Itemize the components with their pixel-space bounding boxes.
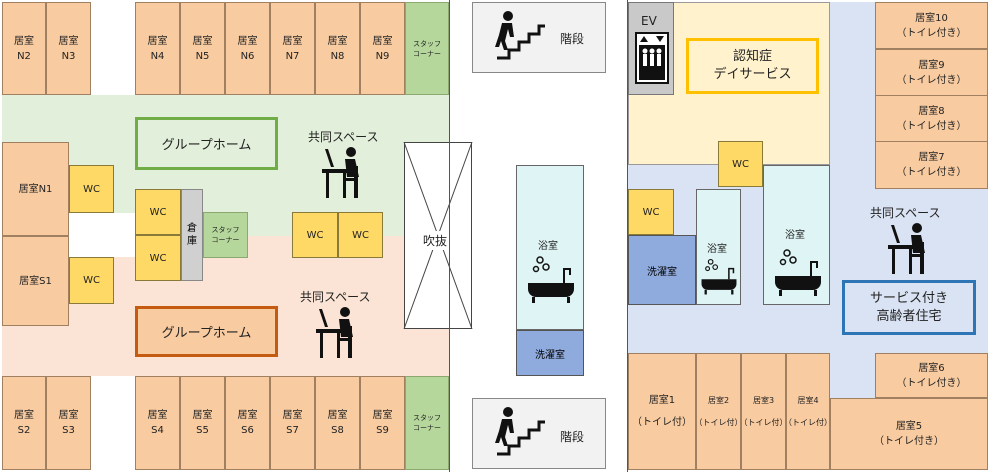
desk-worker-icon	[888, 223, 925, 274]
room-south: 居室 S4	[135, 376, 180, 470]
room-right: 居室5 （トイレ付き）	[830, 398, 988, 470]
sakoju-label: サービス付き 高齢者住宅	[842, 280, 976, 335]
wc-right-left: WC	[628, 189, 674, 235]
stairs-icon	[495, 407, 545, 456]
room-bottom: 居室1 （トイレ付）	[628, 353, 696, 470]
group-home-south-label: グループホーム	[135, 306, 278, 357]
stairs-top	[472, 2, 606, 73]
desk-worker-icon	[322, 147, 359, 198]
room-right: 居室9 （トイレ付き）	[875, 49, 988, 96]
wall-right	[627, 0, 628, 472]
wc-mid-2: WC	[338, 212, 383, 258]
laundry-right: 洗濯室	[628, 235, 696, 305]
room-right: 居室8 （トイレ付き）	[875, 95, 988, 142]
stairs-top-label: 階段	[560, 32, 585, 46]
room-n1: 居室N1	[2, 142, 69, 236]
room-north: 居室 N2	[2, 2, 46, 95]
wc-s1: WC	[69, 257, 114, 304]
room-north: 居室 N9	[360, 2, 405, 95]
shared-space-right-label: 共同スペース	[870, 206, 941, 220]
staff-corner-north: スタッフ コーナー	[405, 2, 449, 95]
room-south: 居室 S8	[315, 376, 360, 470]
bathtub-icon	[528, 256, 574, 303]
room-bottom: 居室3 （トイレ付）	[740, 353, 788, 470]
stairs-icon	[495, 11, 545, 60]
room-south: 居室 S3	[46, 376, 91, 470]
room-right: 居室7 （トイレ付き）	[875, 141, 988, 189]
room-north: 居室 N5	[180, 2, 225, 95]
shared-space-north-label: 共同スペース	[308, 130, 379, 144]
room-north: 居室 N4	[135, 2, 180, 95]
ev-label: EV	[641, 14, 657, 28]
laundry-center: 洗濯室	[516, 330, 584, 376]
elevator-icon	[635, 32, 669, 84]
bath-small-label: 浴室	[707, 244, 727, 255]
stairs-bottom-label: 階段	[560, 430, 585, 444]
room-bottom: 居室4 （トイレ付）	[784, 353, 832, 470]
group-home-north-label: グループホーム	[135, 117, 278, 170]
room-north: 居室 N3	[46, 2, 91, 95]
bath-center	[516, 165, 584, 330]
fukinuke-label: 吹抜	[421, 231, 450, 250]
room-s1: 居室S1	[2, 236, 69, 326]
desk-worker-icon	[316, 307, 353, 358]
bathtub-icon	[701, 258, 737, 295]
room-north: 居室 N6	[225, 2, 270, 95]
staff-corner-south: スタッフ コーナー	[405, 376, 449, 470]
staff-corner-center: スタッフ コーナー	[203, 212, 248, 258]
room-north: 居室 N7	[270, 2, 315, 95]
room-south: 居室 S7	[270, 376, 315, 470]
wc-n1: WC	[69, 165, 114, 213]
bath-center-label: 浴室	[538, 241, 558, 252]
shared-space-south-label: 共同スペース	[300, 290, 371, 304]
room-south: 居室 S9	[360, 376, 405, 470]
room-bottom: 居室2 （トイレ付）	[695, 353, 743, 470]
room-south: 居室 S2	[2, 376, 46, 470]
dementia-day-service-label: 認知症 デイサービス	[686, 38, 819, 94]
room-south: 居室 S6	[225, 376, 270, 470]
stairs-bottom	[472, 398, 606, 469]
wall-left	[449, 0, 450, 472]
wc-right-top: WC	[718, 141, 763, 187]
wc-mid-1: WC	[292, 212, 338, 258]
wc-center-1: WC	[135, 189, 181, 235]
room-right: 居室6 （トイレ付き）	[875, 353, 988, 398]
storage: 倉 庫	[181, 189, 203, 281]
room-north: 居室 N8	[315, 2, 360, 95]
room-right: 居室10 （トイレ付き）	[875, 2, 988, 49]
bath-large-label: 浴室	[785, 230, 805, 241]
fukinuke-void	[403, 141, 473, 330]
room-south: 居室 S5	[180, 376, 225, 470]
wc-center-2: WC	[135, 235, 181, 281]
corridor-white	[69, 213, 135, 257]
bathtub-icon	[775, 249, 821, 296]
